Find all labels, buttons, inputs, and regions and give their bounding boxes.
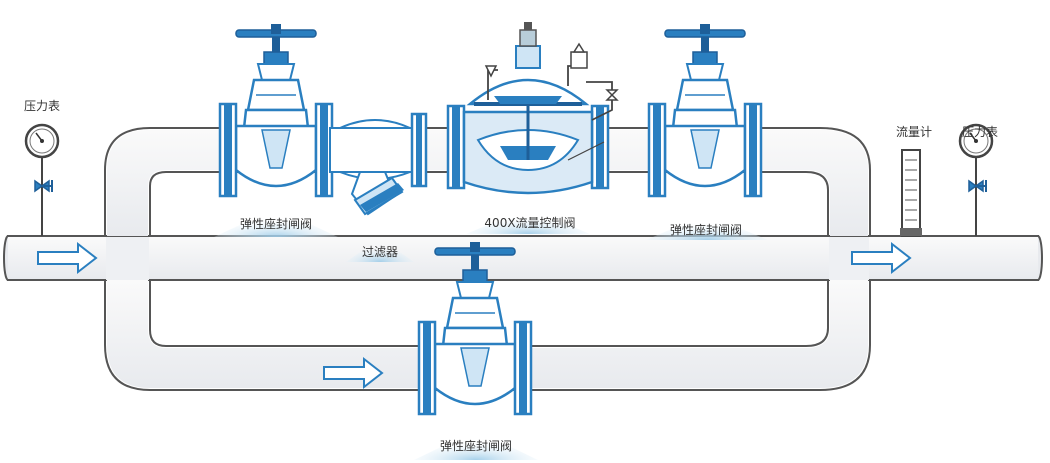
gate-valve-top-right-icon <box>647 22 763 198</box>
label-gate-valve-top-right: 弹性座封闸阀 <box>670 222 742 237</box>
pressure-gauge-right-icon <box>958 123 994 238</box>
flow-meter-icon <box>900 149 922 237</box>
flow-arrow-outlet <box>851 241 912 275</box>
flow-arrow-bypass <box>323 356 384 390</box>
y-strainer-icon <box>329 112 428 216</box>
label-flow-meter: 流量计 <box>896 125 932 139</box>
label-strainer: 过滤器 <box>362 245 398 259</box>
label-gate-valve-top-left: 弹性座封闸阀 <box>240 216 312 231</box>
label-pressure-gauge-left: 压力表 <box>24 99 60 113</box>
flow-arrow-inlet <box>37 241 98 275</box>
flow-control-valve-icon <box>446 22 619 195</box>
label-control-valve: 400X流量控制阀 <box>484 216 575 230</box>
gate-valve-top-left-icon <box>218 22 334 198</box>
label-pressure-gauge-right: 压力表 <box>962 125 998 139</box>
pressure-gauge-left-icon <box>24 123 60 238</box>
label-glows <box>214 208 768 460</box>
label-gate-valve-bottom: 弹性座封闸阀 <box>440 438 512 453</box>
